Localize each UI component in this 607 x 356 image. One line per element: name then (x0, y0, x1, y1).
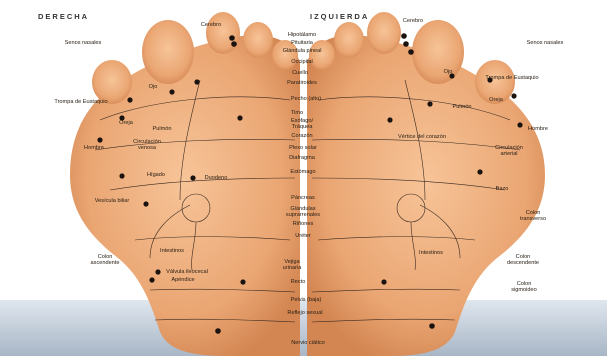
label-senos-nasales-right: Senos nasales (65, 40, 102, 46)
big-toe-left (412, 20, 464, 84)
label-pituitaria: Pituitaria (291, 40, 313, 46)
label-pancreas: Páncreas (291, 195, 315, 201)
label-corazon: Corazón (291, 133, 312, 139)
label-recto: Recto (291, 279, 306, 285)
toe-5-right (92, 60, 132, 104)
label-hipotalamo: Hipotálamo (288, 32, 316, 38)
label-glandula-pineal: Glándula pineal (283, 48, 322, 54)
label-trompa-right: Trompa de Eustaquio (54, 99, 107, 105)
label-intestinos-right: Intestinos (160, 248, 184, 254)
label-cerebro-right: Cerebro (201, 22, 221, 28)
label-ureter: Uréter (295, 233, 311, 239)
label-vejiga: Vejiga urinaria (283, 259, 302, 272)
label-oreja-right: Oreja (119, 120, 133, 126)
label-trompa-left: Trompa de Eustaquio (485, 75, 538, 81)
label-oreja-left: Oreja (489, 97, 503, 103)
label-circulacion-venosa: Circulación venosa (133, 139, 161, 152)
label-colon-descendente: Colon descendente (507, 254, 539, 267)
label-colon-sigmoideo: Colon sigmoideo (511, 281, 537, 294)
label-rinones: Riñones (293, 221, 314, 227)
label-senos-nasales-left: Senos nasales (527, 40, 564, 46)
label-nervio-ciatico: Nervio ciático (291, 340, 325, 346)
label-plexo-solar: Plexo solar (289, 145, 317, 151)
label-valvula: Válvula ileocecal (166, 269, 208, 275)
label-ojo-left: Ojo (444, 69, 453, 75)
label-circulacion-arterial: Circulación arterial (495, 145, 523, 158)
label-cerebro-left: Cerebro (403, 18, 423, 24)
label-diafragma: Diafragma (289, 155, 315, 161)
label-pulmon-right: Pulmón (153, 126, 172, 132)
label-paratiroides: Paratiroides (287, 80, 317, 86)
heading-left-foot: IZQUIERDA (310, 12, 369, 21)
label-pelvis: Pelvis (baja) (291, 297, 322, 303)
label-hombre-left: Hombre (528, 126, 548, 132)
label-reflejo-sexual: Reflejo sexual (287, 310, 322, 316)
label-pulmon-left: Pulmón (453, 104, 472, 110)
label-estomago: Estómago (290, 169, 315, 175)
floor-background (0, 300, 607, 356)
label-ojo-right: Ojo (149, 84, 158, 90)
big-toe-right (142, 20, 194, 84)
label-colon-ascendente: Colon ascendente (91, 254, 120, 267)
label-esofago: Esófago/ Tráquea (291, 118, 313, 131)
label-colon-transverso: Colon transverso (520, 210, 546, 223)
label-bazo: Bazo (496, 186, 509, 192)
toe-3-right (243, 22, 273, 58)
label-cuello: Cuello (292, 70, 308, 76)
toe-2-left (367, 12, 401, 54)
label-duodeno: Duodeno (205, 175, 228, 181)
toe-2-right (206, 12, 240, 54)
label-glandulas: Glándulas suprarrenales (286, 206, 320, 219)
label-vertice-corazon: Vértice del corazón (398, 134, 446, 140)
toe-3-left (334, 22, 364, 58)
label-occipital: Occipital (291, 59, 312, 65)
heading-right-foot: DERECHA (38, 12, 89, 21)
label-vesicula: Vesícula biliar (95, 198, 130, 204)
label-hombre-right: Hombre (84, 145, 104, 151)
label-timo: Timo (291, 110, 303, 116)
label-intestinos-left: Intestinos (419, 250, 443, 256)
label-apendice: Apéndice (171, 277, 194, 283)
label-pecho: Pecho (alto) (291, 96, 321, 102)
label-higado: Hígado (147, 172, 165, 178)
